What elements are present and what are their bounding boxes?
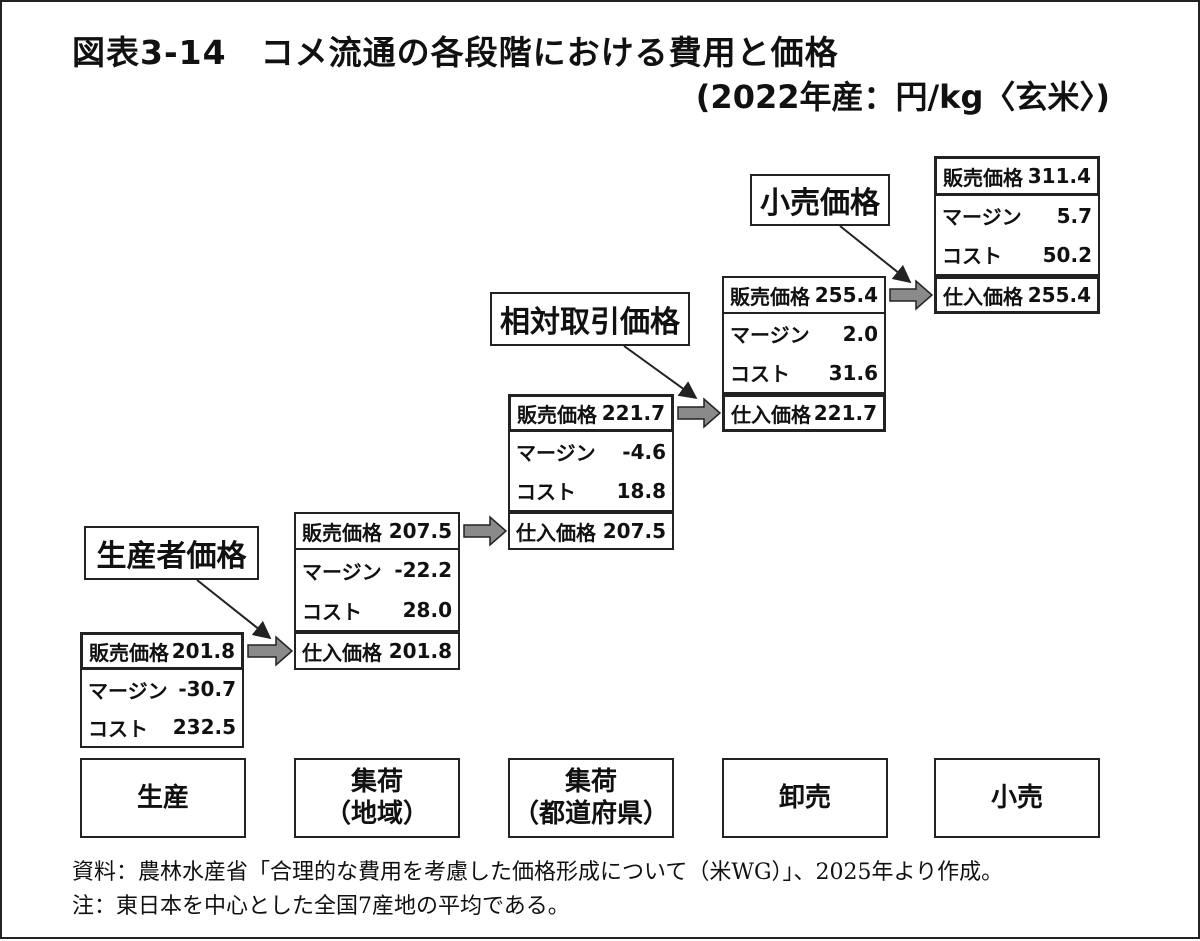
- margin-value: -22.2: [394, 558, 452, 582]
- cost-value: 232.5: [172, 715, 236, 739]
- cost-label: コスト: [516, 480, 576, 504]
- margin-row: マージン -30.7: [82, 670, 242, 708]
- producer-pointer-arrow: [196, 579, 272, 640]
- sell-value: 207.5: [388, 519, 452, 543]
- cost-row: コスト 18.8: [510, 471, 672, 510]
- cost-value: 28.0: [402, 598, 452, 622]
- stage-retail: 小売: [934, 758, 1100, 838]
- collect-region-cost-margin: マージン -22.2 コスト 28.0: [294, 550, 460, 632]
- production-sell-price: 販売価格 201.8: [80, 632, 244, 670]
- margin-row: マージン 5.7: [936, 196, 1098, 235]
- cost-value: 18.8: [616, 478, 666, 503]
- cost-label: コスト: [730, 362, 790, 386]
- cost-row: コスト 50.2: [936, 235, 1098, 274]
- figure-title: 図表3-14 コメ流通の各段階における費用と価格: [72, 33, 839, 72]
- cost-label: コスト: [302, 599, 362, 624]
- stage-label: 生産: [136, 782, 189, 813]
- transfer-arrow-2: [463, 515, 508, 547]
- sell-value: 255.4: [814, 283, 878, 307]
- stage-wholesale: 卸売: [722, 758, 888, 838]
- stage-label: 卸売: [778, 782, 831, 813]
- margin-row: マージン 2.0: [724, 314, 884, 353]
- sell-value: 201.8: [171, 639, 235, 663]
- cost-value: 31.6: [828, 360, 878, 385]
- collect-pref-buy-price: 仕入価格 207.5: [508, 512, 674, 550]
- sell-value: 221.7: [601, 401, 665, 425]
- sell-label: 販売価格: [517, 402, 597, 427]
- buy-label: 仕入価格: [516, 520, 596, 545]
- wholesale-buy-price: 仕入価格 221.7: [722, 394, 886, 432]
- collect-region-buy-price: 仕入価格 201.8: [294, 632, 460, 670]
- retail-sell-price: 販売価格 311.4: [934, 156, 1100, 196]
- retail-buy-price: 仕入価格 255.4: [934, 276, 1100, 314]
- cost-label: コスト: [88, 716, 148, 741]
- margin-label: マージン: [942, 205, 1022, 229]
- retail-pointer-arrow: [839, 225, 912, 284]
- cost-row: コスト 232.5: [82, 708, 242, 746]
- buy-value: 201.8: [388, 639, 452, 663]
- stage-label: 集荷: [564, 766, 617, 797]
- retail-cost-margin: マージン 5.7 コスト 50.2: [934, 196, 1100, 276]
- stage-label: 集荷: [350, 766, 403, 797]
- transfer-arrow-1: [247, 635, 294, 667]
- figure-unit: (2022年産：円/kg〈玄米〉): [695, 78, 1110, 116]
- transfer-arrow-4: [889, 279, 934, 311]
- collect-region-sell-price: 販売価格 207.5: [294, 512, 460, 550]
- margin-value: -4.6: [622, 439, 666, 464]
- margin-row: マージン -22.2: [296, 550, 458, 590]
- collect-pref-sell-price: 販売価格 221.7: [508, 394, 674, 432]
- buy-value: 221.7: [813, 401, 877, 425]
- callout-retail-price: 小売価格: [750, 174, 890, 226]
- stage-sublabel: （地域）: [324, 799, 429, 829]
- collect-pref-cost-margin: マージン -4.6 コスト 18.8: [508, 432, 674, 512]
- buy-value: 255.4: [1027, 283, 1091, 307]
- margin-label: マージン: [730, 323, 810, 347]
- cost-value: 50.2: [1042, 242, 1092, 267]
- margin-label: マージン: [516, 441, 596, 465]
- sell-value: 311.4: [1027, 164, 1091, 188]
- margin-value: -30.7: [178, 677, 236, 701]
- margin-label: マージン: [302, 559, 382, 584]
- callout-producer-price: 生産者価格: [84, 526, 259, 580]
- sell-label: 販売価格: [943, 165, 1023, 190]
- callout-relative-price: 相対取引価格: [490, 292, 690, 346]
- sell-label: 販売価格: [302, 520, 382, 545]
- buy-label: 仕入価格: [302, 640, 382, 665]
- margin-label: マージン: [88, 678, 168, 703]
- sell-label: 販売価格: [730, 284, 810, 309]
- source-note: 資料：農林水産省「合理的な費用を考慮した価格形成について（米WG）」、2025年…: [72, 860, 1004, 885]
- margin-value: 2.0: [842, 321, 878, 346]
- cost-row: コスト 31.6: [724, 353, 884, 392]
- transfer-arrow-3: [677, 397, 722, 429]
- margin-value: 5.7: [1056, 203, 1092, 228]
- wholesale-sell-price: 販売価格 255.4: [722, 276, 886, 314]
- production-cost-margin: マージン -30.7 コスト 232.5: [80, 670, 244, 748]
- stage-label: 小売: [990, 782, 1043, 813]
- footnote: 注：東日本を中心とした全国7産地の平均である。: [72, 894, 570, 919]
- stage-collect-region: 集荷 （地域）: [294, 758, 460, 838]
- cost-row: コスト 28.0: [296, 590, 458, 630]
- buy-value: 207.5: [602, 519, 666, 543]
- relative-pointer-arrow: [623, 345, 698, 400]
- stage-production: 生産: [80, 758, 246, 838]
- wholesale-cost-margin: マージン 2.0 コスト 31.6: [722, 314, 886, 394]
- stage-sublabel: （都道府県）: [512, 799, 669, 829]
- buy-label: 仕入価格: [731, 402, 811, 427]
- sell-label: 販売価格: [89, 640, 169, 665]
- cost-label: コスト: [942, 244, 1002, 268]
- margin-row: マージン -4.6: [510, 432, 672, 471]
- stage-collect-pref: 集荷 （都道府県）: [508, 758, 674, 838]
- buy-label: 仕入価格: [943, 284, 1023, 309]
